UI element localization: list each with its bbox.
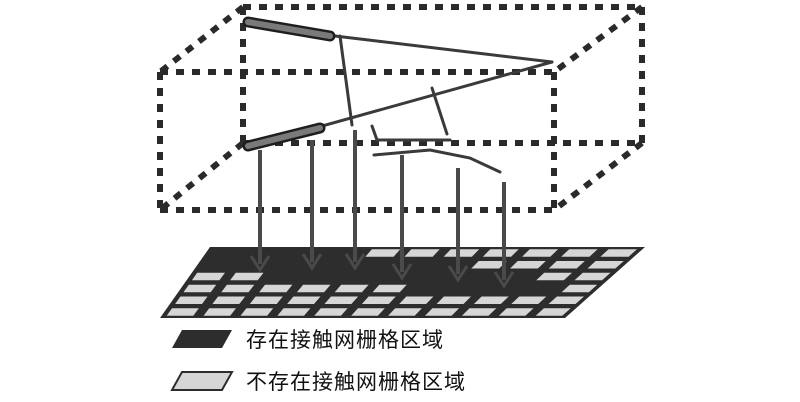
- grid-cell-no-contact: [203, 308, 236, 316]
- grid-cell-no-contact: [535, 308, 571, 316]
- grid-cell-no-contact: [600, 249, 637, 257]
- projection-arrows: [249, 130, 515, 289]
- grid-cell-no-contact: [436, 296, 471, 304]
- grid-cell-contact: [316, 261, 351, 269]
- grid-cell-contact: [498, 272, 534, 281]
- catenary-post: [338, 34, 354, 127]
- grid-cell-contact: [277, 261, 312, 269]
- legend-item-contact: 存在接触网栅格区域: [170, 323, 444, 355]
- bounding-box: [157, 4, 645, 213]
- box-edge: [552, 4, 644, 75]
- grid-cell-no-contact: [498, 308, 534, 316]
- grid-cell-no-contact: [230, 272, 264, 281]
- grid-cell-contact: [523, 284, 560, 293]
- grid-cell-no-contact: [471, 261, 507, 269]
- grid-cell-contact: [208, 249, 243, 257]
- catenary-register-arm: [370, 124, 452, 142]
- box-edge: [158, 4, 245, 75]
- grid-cell-no-contact: [399, 296, 434, 304]
- grid-cell-no-contact: [183, 284, 217, 293]
- grid-cell-no-contact: [361, 296, 396, 304]
- projection-arrow-head: [249, 255, 271, 273]
- grid-cell-no-contact: [365, 249, 401, 257]
- legend-swatch-contact: [172, 330, 232, 348]
- grid-cell-no-contact: [587, 261, 624, 269]
- grid-cell-contact: [200, 261, 234, 269]
- grid-cell-no-contact: [548, 296, 584, 304]
- grid-cell-no-contact: [351, 308, 385, 316]
- lower-axle-fill: [245, 125, 323, 149]
- contact-wire: [372, 148, 502, 174]
- grid-cell-no-contact: [574, 272, 611, 281]
- grid-cell-contact: [344, 272, 380, 281]
- legend-swatch-no-contact: [170, 371, 234, 391]
- legend-label-contact: 存在接触网栅格区域: [246, 328, 444, 352]
- grid-cell-no-contact: [443, 249, 480, 257]
- grid-cell-no-contact: [334, 284, 369, 293]
- box-edge: [158, 140, 245, 213]
- grid-cell-no-contact: [548, 261, 585, 269]
- grid-cell-no-contact: [511, 296, 547, 304]
- projection-arrow-head: [344, 253, 366, 271]
- catenary-structure: [313, 34, 554, 174]
- grid-cell-no-contact: [425, 308, 460, 316]
- box-edge: [552, 140, 644, 213]
- grid-cell-no-contact: [404, 249, 440, 257]
- projection-arrow-head: [447, 265, 469, 283]
- grid-cell-contact: [459, 272, 495, 281]
- grid-cell-no-contact: [473, 296, 509, 304]
- grid-cell-no-contact: [212, 296, 246, 304]
- projection-arrow-head: [301, 253, 323, 271]
- projection-arrow-head: [391, 263, 413, 281]
- legend-label-no-contact: 不存在接触网栅格区域: [246, 370, 466, 394]
- grid-cell-contact: [247, 249, 282, 257]
- grid-cell-no-contact: [249, 296, 283, 304]
- grid-cell-no-contact: [277, 308, 311, 316]
- legend-item-no-contact: 不存在接触网栅格区域: [170, 365, 466, 397]
- grid-cell-no-contact: [221, 284, 255, 293]
- grid-cell-no-contact: [482, 249, 519, 257]
- grid-cell-no-contact: [461, 308, 497, 316]
- cantilever-axles: [242, 16, 336, 152]
- catenary-upper-arm: [333, 34, 554, 64]
- catenary-brace: [430, 86, 449, 136]
- grid-cell-no-contact: [324, 296, 359, 304]
- grid-cell-no-contact: [259, 284, 293, 293]
- grid-cell-no-contact: [296, 284, 331, 293]
- grid-cell-no-contact: [175, 296, 208, 304]
- grid-cell-contact: [306, 272, 341, 281]
- grid-cell-contact: [410, 284, 445, 293]
- grid-cell-no-contact: [287, 296, 321, 304]
- grid-cell-no-contact: [522, 249, 559, 257]
- grid-cell-contact: [421, 272, 457, 281]
- grid-cell-contact: [486, 284, 521, 293]
- grid-cell-no-contact: [561, 249, 598, 257]
- grid-cell-contact: [355, 261, 390, 269]
- grid-cell-no-contact: [372, 284, 407, 293]
- grid-cell-contact: [448, 284, 483, 293]
- grid-cell-no-contact: [536, 272, 572, 281]
- grid-plane: [160, 247, 645, 318]
- upper-axle-fill: [245, 19, 333, 39]
- grid-cell-no-contact: [314, 308, 348, 316]
- projection-arrow-head: [493, 271, 515, 289]
- grid-cell-contact: [268, 272, 303, 281]
- grid-cell-no-contact: [166, 308, 199, 316]
- grid-cell-no-contact: [191, 272, 225, 281]
- grid-cell-contact: [326, 249, 361, 257]
- grid-cell-no-contact: [510, 261, 546, 269]
- grid-cell-no-contact: [561, 284, 598, 293]
- grid-cell-no-contact: [388, 308, 422, 316]
- grid-cell-no-contact: [240, 308, 274, 316]
